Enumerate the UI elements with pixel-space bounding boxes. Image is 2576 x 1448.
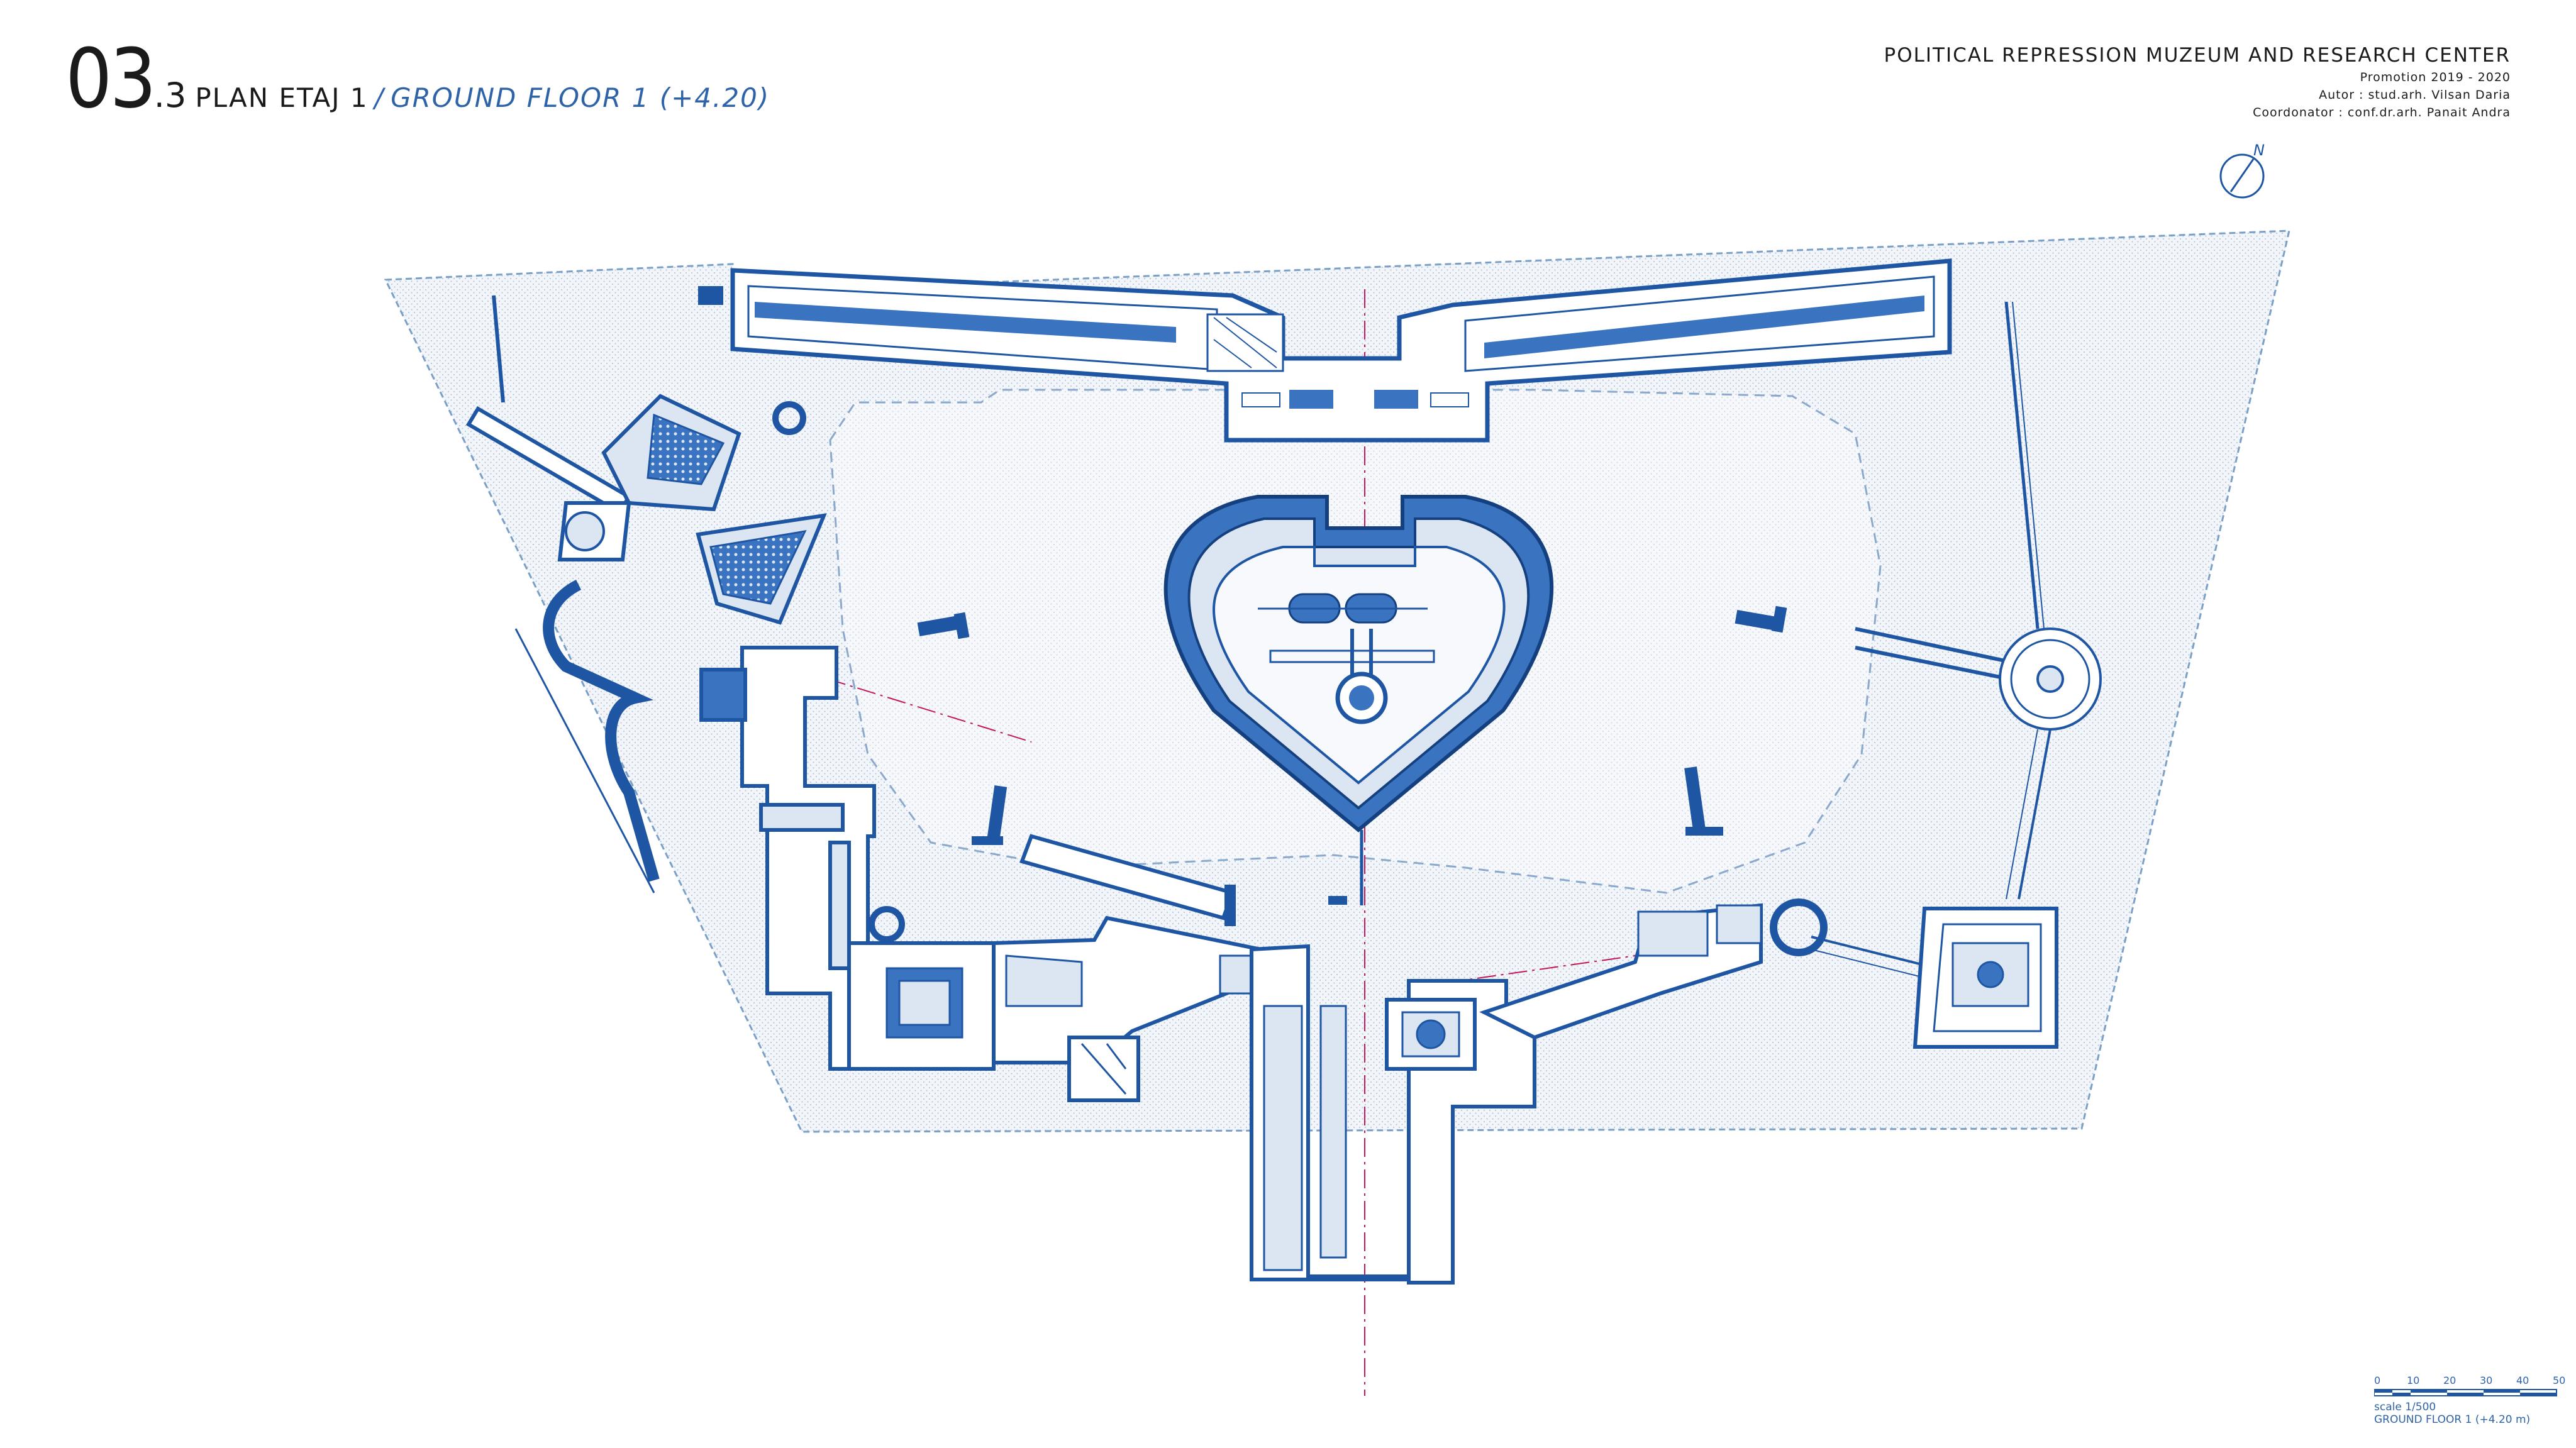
- north-arrow-icon: N: [2219, 141, 2265, 199]
- north-wing: [698, 258, 1952, 443]
- scale-ratio: scale 1/500: [2374, 1401, 2436, 1413]
- coordinator: Coordonator : conf.dr.arh. Panait Andra: [2253, 106, 2511, 119]
- scale-ticks: 0 10 20 30 40 50: [2374, 1374, 2566, 1388]
- project-name: POLITICAL REPRESSION MUZEUM AND RESEARCH…: [1884, 44, 2511, 67]
- plan-title-en: GROUND FLOOR 1 (+4.20): [391, 82, 770, 113]
- scale-tick: 0: [2374, 1374, 2381, 1386]
- scale-bar: 0 10 20 30 40 50 scale 1/500 GROUND FLOO…: [2373, 1374, 2566, 1426]
- scale-graphic: [2373, 1389, 2557, 1396]
- scale-tick: 50: [2553, 1374, 2566, 1386]
- courtyard-pavilions: [917, 605, 1787, 845]
- promotion: Promotion 2019 - 2020: [2360, 70, 2511, 84]
- south-wing: [1019, 834, 1828, 1285]
- scale-tick: 30: [2480, 1374, 2493, 1386]
- scale-tick: 40: [2516, 1374, 2529, 1386]
- east-tower: [1811, 301, 2102, 1049]
- sheet-subnumber: .3: [153, 75, 187, 115]
- sheet-number: 03: [65, 31, 157, 126]
- scale-tick: 10: [2407, 1374, 2420, 1386]
- north-label: N: [2253, 141, 2265, 159]
- central-heart-building: [1163, 495, 1554, 905]
- project-info: POLITICAL REPRESSION MUZEUM AND RESEARCH…: [1884, 44, 2511, 119]
- plan-title-ro: PLAN ETAJ 1: [195, 82, 369, 113]
- scale-tick: 20: [2443, 1374, 2457, 1386]
- plan-title-separator: /: [374, 82, 385, 113]
- access-ramp: [543, 579, 660, 882]
- scale-label: GROUND FLOOR 1 (+4.20 m): [2374, 1413, 2531, 1426]
- author: Autor : stud.arh. Vilsan Daria: [2319, 88, 2511, 102]
